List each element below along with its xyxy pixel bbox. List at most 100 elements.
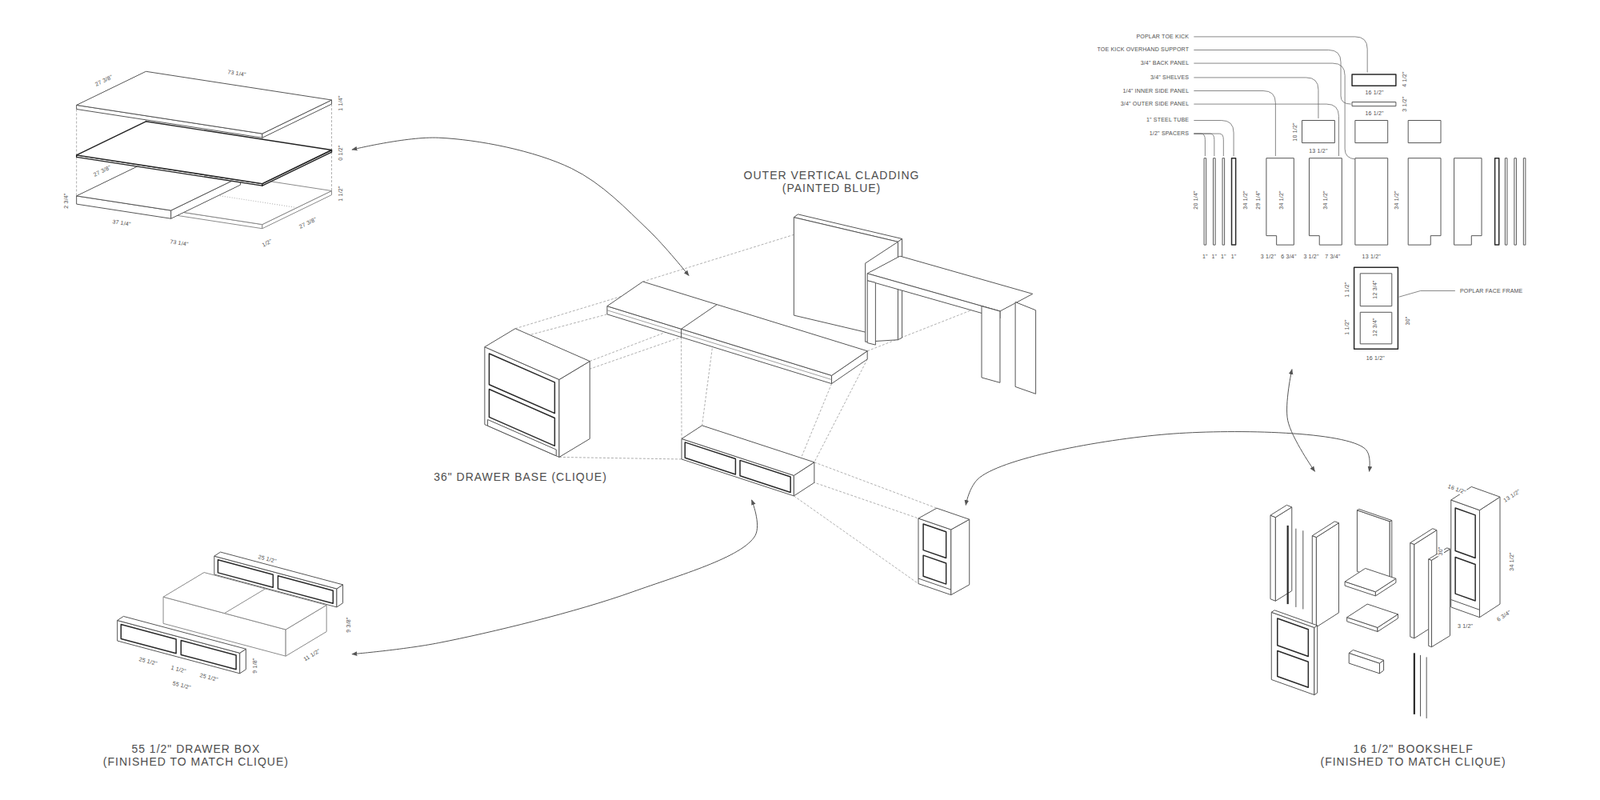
shelf-opening: [1455, 508, 1476, 559]
dimension-label: 13 1/2": [1308, 148, 1328, 155]
countertop-slab: [76, 71, 332, 134]
bookshelf: [951, 519, 970, 595]
component-caption: 16 1/2" BOOKSHELF (FINISHED TO MATCH CLI…: [1319, 742, 1508, 768]
spacer: [1222, 158, 1225, 245]
face-frame-opening: [1277, 650, 1309, 688]
dimension-label: 1": [1220, 253, 1228, 260]
projection-line: [814, 462, 937, 508]
dimension-label: 13 1/2": [1361, 253, 1382, 260]
cladding-panel: [867, 280, 876, 345]
part-callout: 1" STEEL TUBE: [1145, 116, 1190, 124]
dimension-label: 34 1/2": [1508, 551, 1516, 572]
countertop: [607, 281, 868, 376]
shelf: [1355, 120, 1388, 144]
plywood-layer: [76, 121, 332, 184]
projection-line: [793, 496, 919, 584]
part-group: 16 1/2" BOOKSHELF (FINISHED TO MATCH CLI…: [1260, 471, 1531, 776]
dimension-label: 25 1/2": [198, 672, 220, 684]
side-panel: [1410, 528, 1437, 545]
projection-line: [643, 234, 795, 282]
shelf-opening: [923, 524, 947, 558]
shelf: [1408, 120, 1441, 144]
part-callout: POPLAR TOE KICK: [1135, 33, 1190, 40]
dimension-label: 10 1/2": [1292, 121, 1299, 142]
spacer: [1204, 158, 1207, 245]
leader-line: [1193, 133, 1224, 156]
outer-side-panel: [1408, 158, 1441, 245]
dimension-label: 12 3/4": [1372, 280, 1379, 300]
side-panel: [1312, 521, 1339, 538]
inner-side-panel: [1454, 158, 1482, 245]
face-frame: [1314, 625, 1318, 696]
dimension-label: 16 1/2": [1364, 89, 1384, 96]
component-caption: OUTER VERTICAL CLADDING (PAINTED BLUE): [712, 168, 952, 195]
projection-line: [331, 104, 332, 150]
leader-line: [1193, 133, 1215, 156]
dimension-label: 29 1/4": [1255, 189, 1262, 210]
leader-line: [1193, 120, 1234, 157]
shelf-opening: [923, 555, 947, 584]
part-group: POPLAR TOE KICKTOE KICK OVERHAND SUPPORT…: [1081, 25, 1531, 370]
part-group: [914, 504, 972, 597]
dimension-label: 4 1/2": [1401, 71, 1408, 88]
leader-line: [1193, 104, 1339, 156]
spacer: [1295, 528, 1296, 608]
leader-line: [1193, 77, 1319, 119]
dimension-label: 34 1/2": [1242, 189, 1249, 210]
outer-side-panel: [1308, 158, 1342, 245]
steel-tube: [1287, 525, 1289, 604]
reference-arrow: [352, 500, 758, 655]
dimension-label: 1 1/2": [169, 664, 188, 675]
projection-line: [76, 156, 77, 196]
leader-line: [1193, 63, 1356, 160]
dimension-label: 3 1/2": [1302, 253, 1320, 260]
dimension-label: 73 1/4": [168, 238, 190, 248]
dimension-label: 6 3/4": [1280, 253, 1297, 260]
spacer: [1420, 655, 1421, 717]
toe-kick-support: [1352, 102, 1396, 107]
leader-line: [1193, 91, 1276, 157]
countertop-joint: [681, 304, 718, 330]
spacer: [1523, 158, 1526, 245]
part-group: OUTER VERTICAL CLADDING (PAINTED BLUE): [709, 163, 1042, 398]
drawer-front: [120, 624, 176, 654]
steel-tube: [1232, 158, 1236, 245]
shelf: [1302, 120, 1336, 144]
projection-line: [331, 152, 332, 191]
dimension-label: 7 3/4": [1324, 253, 1341, 260]
dimension-label: 12 3/4": [1372, 317, 1379, 338]
toe-kick: [918, 578, 952, 590]
leader-line: [1193, 50, 1351, 105]
dimension-label: 34 1/2": [1393, 189, 1400, 210]
part-callout: 1/2" SPACERS: [1148, 130, 1191, 137]
side-panel: [1432, 548, 1451, 647]
countertop-joint: [680, 328, 682, 337]
part-callout: 3/4" OUTER SIDE PANEL: [1120, 100, 1191, 108]
dimension-label: 30": [1404, 315, 1412, 326]
component-caption: 36" DRAWER BASE (CLIQUE): [432, 470, 608, 484]
spacer: [1426, 656, 1428, 719]
side-panel: [1270, 504, 1292, 517]
part-group: [604, 275, 871, 386]
bookshelf: [1479, 496, 1500, 618]
dimension-label: 1/2": [260, 237, 275, 249]
reference-arrow: [1287, 369, 1316, 472]
side-panel: [1410, 543, 1415, 639]
dimension-label: 30": [1437, 545, 1444, 556]
dimension-label: 1": [1230, 253, 1238, 260]
part-callout: 3/4" SHELVES: [1149, 74, 1190, 81]
dimension-label: 9 3/8": [345, 616, 352, 633]
toe-kick: [1352, 74, 1396, 86]
back-panel: [1355, 158, 1388, 245]
drawer-front: [180, 640, 236, 670]
cladding-panel: [867, 273, 1000, 319]
bookshelf: [918, 518, 952, 596]
part-callout: POPLAR FACE FRAME: [1459, 287, 1524, 294]
face-frame-opening: [1277, 618, 1309, 656]
part-group: [679, 422, 816, 500]
reference-arrow: [965, 432, 1370, 506]
shelf-opening: [1455, 557, 1476, 601]
back-panel: [1356, 508, 1392, 521]
